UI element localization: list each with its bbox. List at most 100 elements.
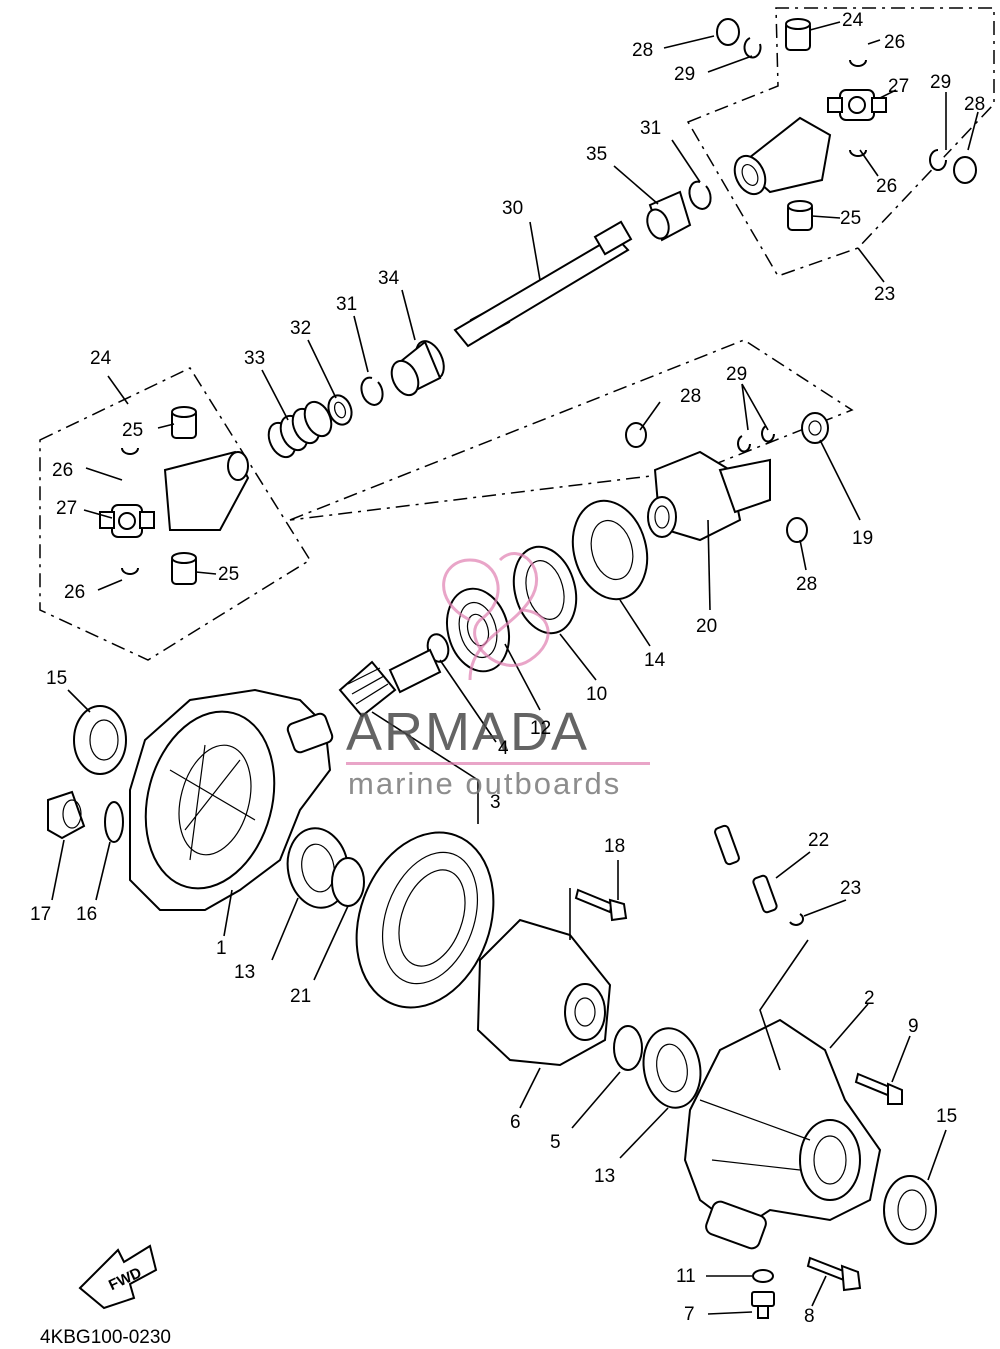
callout-35: 35 [586, 144, 607, 165]
callout-2: 2 [864, 988, 875, 1009]
circlip [121, 447, 139, 455]
callout-5: 5 [550, 1132, 561, 1153]
oil-seal [73, 705, 127, 775]
callout-6: 6 [510, 1112, 521, 1133]
shim [613, 1025, 643, 1071]
callout-22: 22 [808, 830, 829, 851]
callout-15: 15 [46, 668, 67, 689]
circlip [360, 376, 384, 406]
callout-19: 19 [852, 528, 873, 549]
callout-17: 17 [30, 904, 51, 925]
callout-12: 12 [530, 718, 551, 739]
collar [646, 190, 692, 242]
lower-yoke [163, 450, 250, 531]
callout-26: 26 [884, 32, 905, 53]
callout-31: 31 [336, 294, 357, 315]
brand-name: ARMADA [346, 702, 589, 762]
oil-seal [883, 1175, 937, 1245]
dowel-pin [714, 824, 740, 866]
bolt [806, 1256, 862, 1292]
callout-26: 26 [52, 460, 73, 481]
circlip [929, 149, 947, 171]
brand-divider [346, 762, 650, 765]
callout-26: 26 [876, 176, 897, 197]
callout-labels: 28 29 24 26 27 29 28 26 25 23 31 35 30 3… [30, 10, 985, 1327]
castle-nut [47, 790, 86, 840]
upper-yoke [733, 116, 832, 196]
callout-7: 7 [684, 1304, 695, 1325]
callout-10: 10 [586, 684, 607, 705]
callout-14: 14 [644, 650, 666, 671]
callout-28: 28 [964, 94, 985, 115]
callout-24: 23 [874, 284, 895, 305]
callout-23: 23 [840, 878, 861, 899]
circlip [121, 567, 139, 575]
gear-case-housing [129, 688, 334, 911]
forward-direction-arrow: FWD [78, 1244, 158, 1310]
gear-case-cover [683, 1018, 882, 1250]
circlip [743, 37, 762, 59]
callout-28: 28 [796, 574, 817, 595]
callout-27: 27 [56, 498, 77, 519]
bolt [854, 1072, 903, 1105]
circlip [849, 59, 867, 67]
callout-20: 20 [696, 616, 717, 637]
gasket [752, 1269, 774, 1283]
callout-30: 30 [502, 198, 523, 219]
callout-32: 32 [290, 318, 311, 339]
drive-yoke [647, 450, 771, 542]
drive-shaft [453, 220, 633, 348]
brand-watermark: ARMADA marine outboards [346, 552, 650, 801]
callout-29: 29 [726, 364, 747, 385]
shim [331, 857, 365, 907]
lower-spider [99, 504, 155, 538]
callout-15: 15 [936, 1106, 957, 1127]
circlip [737, 435, 751, 453]
o-ring [104, 801, 124, 843]
lower-left-ujoint-group-outline [39, 367, 312, 661]
nut [801, 412, 829, 444]
leader-lines [51, 21, 979, 1315]
callout-13: 13 [594, 1166, 615, 1187]
ball-bearing [642, 1027, 702, 1109]
circlip [761, 425, 775, 443]
callout-24: 24 [90, 348, 112, 369]
callout-3: 3 [490, 792, 501, 813]
pinion-gear [338, 648, 442, 718]
drain-bolt [751, 1291, 775, 1319]
callout-29: 29 [930, 72, 951, 93]
brand-tagline: marine outboards [348, 766, 621, 801]
upper-spider [827, 89, 887, 121]
callout-27: 27 [888, 76, 909, 97]
callout-11: 11 [676, 1266, 696, 1287]
callout-25: 25 [218, 564, 239, 585]
callout-34: 34 [378, 268, 400, 289]
upper-right-ujoint-group-outline [686, 7, 995, 277]
brand-swirl-logo [442, 552, 550, 681]
dowel-pin [752, 874, 778, 914]
callout-16: 16 [76, 904, 97, 925]
callout-31: 31 [640, 118, 661, 139]
callout-28: 28 [632, 40, 653, 61]
circlip [688, 180, 712, 210]
callout-1: 1 [216, 938, 227, 959]
callout-4: 4 [498, 738, 509, 759]
callout-9: 9 [908, 1016, 919, 1037]
needle-bearing-cup [786, 517, 808, 543]
callout-26: 26 [64, 582, 85, 603]
needle-bearing-cup [953, 156, 977, 184]
drawing-number: 4KBG100-0230 [40, 1327, 171, 1348]
needle-bearing-cup [716, 18, 740, 46]
rubber-boot [390, 340, 445, 397]
callout-18: 18 [604, 836, 625, 857]
callout-29: 29 [674, 64, 695, 85]
callout-25: 25 [122, 420, 143, 441]
spring [267, 400, 333, 459]
callout-25: 25 [840, 208, 861, 229]
circlip [789, 913, 804, 926]
callout-33: 33 [244, 348, 265, 369]
bolt [574, 888, 628, 922]
differential-unit [476, 918, 612, 1067]
callout-25: 24 [842, 10, 864, 31]
